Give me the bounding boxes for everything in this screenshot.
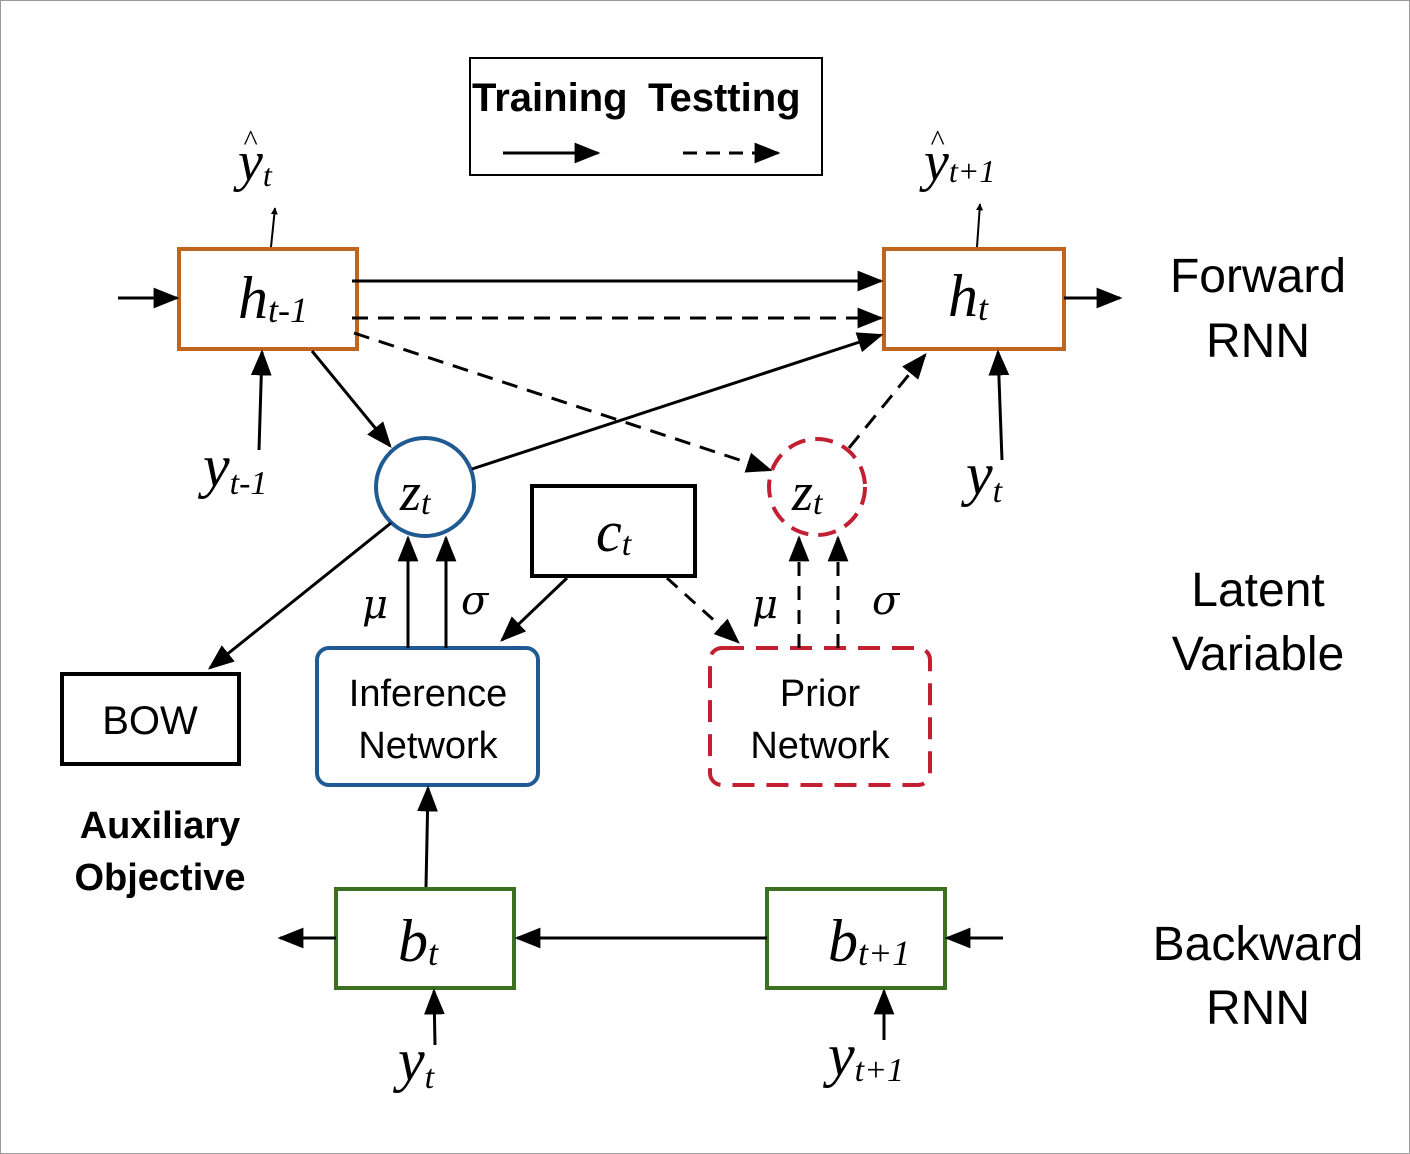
auxiliary-objective-line1: Auxiliary — [80, 805, 241, 847]
mu-left-label: μ — [362, 582, 388, 628]
forward-rnn-line1: Forward — [1170, 250, 1346, 303]
arrow-hprev-to-zprior — [353, 331, 773, 473]
arrow-zprior-to-ht — [847, 352, 927, 449]
auxiliary-objective-line2: Objective — [74, 857, 245, 899]
arrow-ct-to-prior — [665, 576, 740, 644]
arrow-ct-to-inference — [500, 576, 569, 642]
prior-network-line2: Network — [750, 725, 890, 767]
sigma-right-label: σ — [872, 578, 901, 624]
backward-rnn-line2: RNN — [1206, 982, 1310, 1035]
forward-rnn-line2: RNN — [1206, 315, 1310, 368]
svg-text:^: ^ — [243, 124, 258, 157]
yhat-next-label: ^ yt+1 — [919, 124, 995, 193]
y-prev-label: yt-1 — [197, 433, 267, 502]
inference-network-line1: Inference — [349, 673, 507, 715]
h-prev-box — [177, 247, 359, 351]
sigma-left-label: σ — [461, 578, 490, 624]
b-next-label: bt+1 — [828, 908, 910, 974]
arrow-hprev-to-zpost — [310, 350, 392, 449]
latent-variable-line1: Latent — [1191, 564, 1324, 617]
z-posterior-circle — [374, 436, 476, 538]
arrow-yt-to-bt — [424, 988, 445, 1046]
svg-text:yt+1: yt+1 — [919, 131, 995, 193]
z-prior-label: zt — [791, 462, 824, 522]
arrow-bt-to-inference — [417, 785, 438, 888]
z-prior-circle — [767, 437, 867, 537]
b-t-box — [334, 887, 516, 990]
prior-network-box — [708, 646, 932, 787]
prior-network-line1: Prior — [780, 673, 861, 715]
arrow-to-yhat-next — [976, 203, 984, 248]
y-t-top-label: yt — [960, 441, 1004, 510]
b-t-label: bt — [398, 908, 439, 974]
svg-text:^: ^ — [930, 124, 945, 157]
z-posterior-label: zt — [399, 462, 432, 522]
inference-network-box — [315, 646, 540, 787]
legend-training-label: Training — [472, 76, 628, 120]
backward-rnn-line1: Backward — [1153, 918, 1364, 971]
c-t-box — [530, 484, 697, 578]
arrow-yt-to-ht — [988, 349, 1010, 461]
y-next-bottom-label: yt+1 — [822, 1022, 904, 1089]
yhat-t-label: ^ yt — [233, 124, 273, 193]
h-t-label: ht — [948, 263, 989, 329]
c-t-label: ct — [596, 499, 633, 564]
legend-box — [469, 57, 823, 176]
legend: Training Testting — [469, 57, 823, 176]
legend-testing-label: Testting — [648, 76, 801, 120]
latent-variable-line2: Variable — [1172, 628, 1345, 681]
arrow-zpost-to-ht — [471, 332, 884, 471]
arrow-to-yhat-t — [270, 207, 278, 248]
bow-label: BOW — [102, 699, 198, 743]
mu-right-label: μ — [752, 582, 778, 628]
svg-text:yt: yt — [233, 131, 273, 193]
arrow-yprev-to-hprev — [250, 349, 272, 451]
bow-box — [60, 672, 241, 766]
h-prev-label: ht-1 — [238, 265, 308, 331]
inference-network-line2: Network — [358, 725, 498, 767]
arrow-zpost-to-bow — [207, 521, 392, 670]
y-t-bottom-label: yt — [392, 1027, 436, 1096]
